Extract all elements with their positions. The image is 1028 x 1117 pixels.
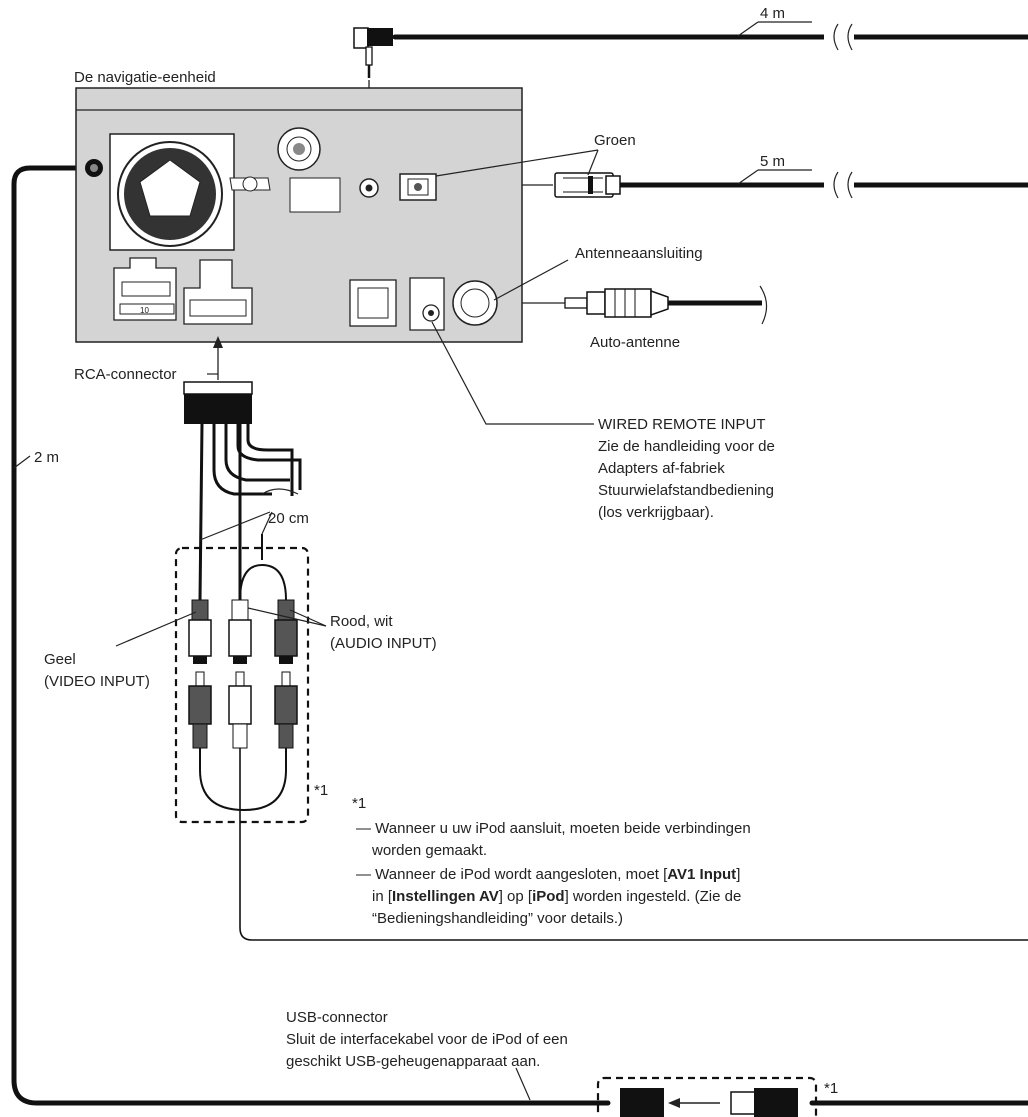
label-20cm: 20 cm xyxy=(268,510,309,527)
label-antenne-aansluiting: Antenneaansluiting xyxy=(575,245,703,262)
pointer-rood-wit xyxy=(247,607,327,627)
cable-rca-right xyxy=(239,748,1028,941)
label-groen: Groen xyxy=(594,132,636,149)
svg-text:— Wanneer u uw iPod aansluit,: — Wanneer u uw iPod aansluit, moeten bei… xyxy=(356,820,751,837)
footnote-mark-usb: *1 xyxy=(824,1080,838,1097)
label-4m: 4 m xyxy=(760,5,785,22)
svg-text:— Wanneer de iPod wordt aanges: — Wanneer de iPod wordt aangesloten, moe… xyxy=(356,866,740,883)
svg-text:10: 10 xyxy=(140,306,149,315)
svg-text:USB-connector: USB-connector xyxy=(286,1009,388,1026)
svg-text:*1: *1 xyxy=(352,795,366,812)
pointer-antenne xyxy=(493,259,569,301)
break-mark-5m xyxy=(824,171,854,199)
dashed-box-rca xyxy=(174,546,310,824)
pointer-usb xyxy=(515,1067,531,1101)
svg-text:(VIDEO INPUT): (VIDEO INPUT) xyxy=(44,673,150,690)
footnote-mark-rca: *1 xyxy=(314,782,328,799)
mini-jack-plug xyxy=(353,27,393,78)
label-wired-remote: WIRED REMOTE INPUT Zie de handleiding vo… xyxy=(598,416,775,521)
pointer-geel xyxy=(115,611,197,647)
svg-text:geschikt USB-geheugenapparaat: geschikt USB-geheugenapparaat aan. xyxy=(286,1053,540,1070)
svg-text:Stuurwielafstandbediening: Stuurwielafstandbediening xyxy=(598,482,774,499)
svg-text:“Bedieningshandleiding” voor d: “Bedieningshandleiding” voor details.) xyxy=(372,910,623,927)
svg-text:Sluit de interfacekabel voor d: Sluit de interfacekabel voor de iPod of … xyxy=(286,1031,568,1048)
svg-text:Zie de handleiding voor de: Zie de handleiding voor de xyxy=(598,438,775,455)
navigation-unit: 10 xyxy=(75,87,523,343)
label-rood-wit: Rood, wit (AUDIO INPUT) xyxy=(330,613,437,652)
pointer-wired-remote xyxy=(431,321,594,425)
svg-text:Adapters af-fabriek: Adapters af-fabriek xyxy=(598,460,725,477)
svg-text:(los verkrijgbaar).: (los verkrijgbaar). xyxy=(598,504,714,521)
rca-plugs xyxy=(188,534,298,812)
svg-text:in [Instellingen AV] op [iPod]: in [Instellingen AV] op [iPod] worden in… xyxy=(372,888,741,905)
pointer-groen xyxy=(587,149,599,176)
svg-text:Rood, wit: Rood, wit xyxy=(330,613,393,630)
label-usb-connector: USB-connector Sluit de interfacekabel vo… xyxy=(286,1009,568,1070)
pointer-20cm xyxy=(199,511,273,541)
svg-text:worden gemaakt.: worden gemaakt. xyxy=(371,842,487,859)
green-connector xyxy=(554,172,621,198)
label-5m: 5 m xyxy=(760,153,785,170)
rca-harness xyxy=(183,336,302,601)
label-unit: De navigatie-eenheid xyxy=(74,69,216,86)
svg-text:Geel: Geel xyxy=(44,651,76,668)
dashed-box-usb xyxy=(596,1076,818,1117)
label-rca-connector: RCA-connector xyxy=(74,366,177,383)
svg-text:WIRED REMOTE INPUT: WIRED REMOTE INPUT xyxy=(598,416,766,433)
label-geel: Geel (VIDEO INPUT) xyxy=(44,651,150,690)
svg-text:(AUDIO INPUT): (AUDIO INPUT) xyxy=(330,635,437,652)
footnote-text: *1 — Wanneer u uw iPod aansluit, moeten … xyxy=(352,795,751,927)
pointer-2m xyxy=(13,455,31,469)
cable-2m-usb xyxy=(11,165,611,1106)
break-mark-4m xyxy=(824,23,854,51)
auto-antenna-plug xyxy=(498,285,768,325)
label-2m: 2 m xyxy=(34,449,59,466)
label-auto-antenne: Auto-antenne xyxy=(590,334,680,351)
usb-connector xyxy=(620,1088,798,1117)
